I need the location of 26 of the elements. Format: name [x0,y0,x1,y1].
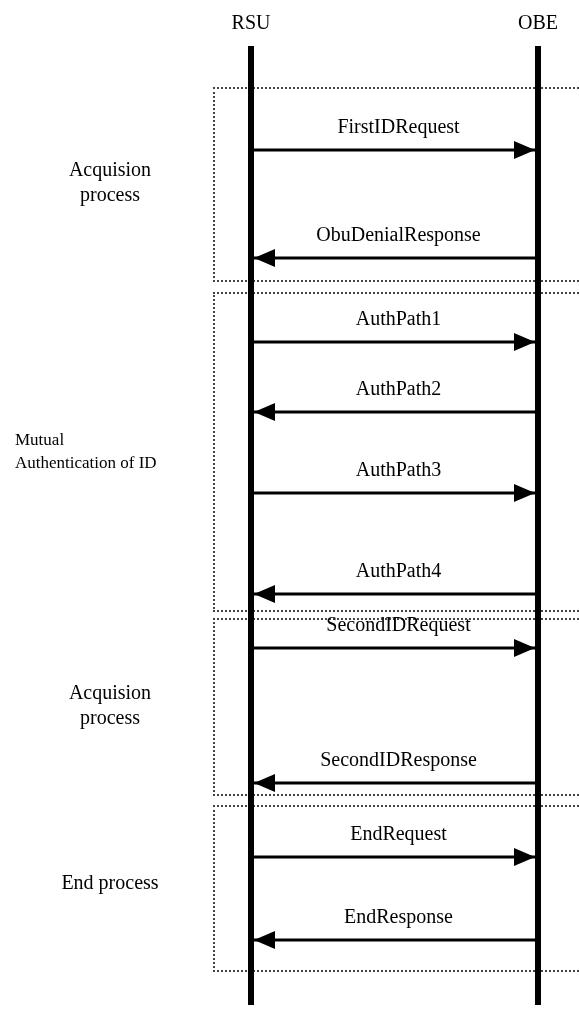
message-label: EndResponse [344,904,453,928]
arrow [254,585,535,603]
message-label: AuthPath4 [355,558,442,582]
arrow [254,848,535,866]
arrow [254,774,535,792]
phase-label: End process [60,870,160,895]
message-label: AuthPath2 [355,376,442,400]
phase-label: Acquision process [67,157,153,207]
participant-label: RSU [230,10,272,34]
arrow [254,931,535,949]
message-label: SecondIDResponse [320,747,477,771]
arrow [254,403,535,421]
message-label: EndRequest [350,821,447,845]
message-label: FirstIDRequest [337,114,460,138]
message-label: ObuDenialResponse [316,222,481,246]
arrow [254,484,535,502]
arrow [254,249,535,267]
arrow [254,141,535,159]
arrow [254,639,535,657]
participant-label: OBE [517,10,559,34]
arrow [254,333,535,351]
phase-label: Acquision process [67,680,153,730]
message-label: SecondIDRequest [326,612,471,636]
phase-label: Mutual Authentication of ID [15,429,158,474]
message-label: AuthPath1 [355,306,442,330]
message-label: AuthPath3 [355,457,442,481]
